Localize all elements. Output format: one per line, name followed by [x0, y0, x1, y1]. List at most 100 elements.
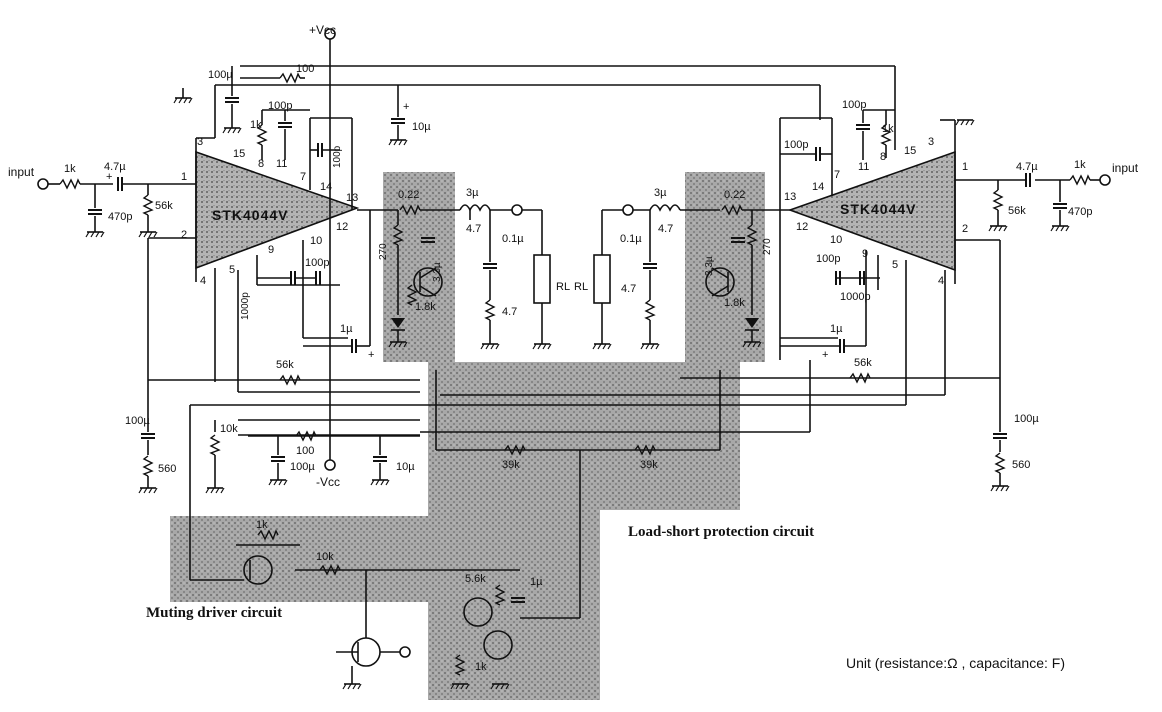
svg-text:100p: 100p	[332, 145, 343, 168]
svg-text:5: 5	[229, 264, 235, 276]
input-right-label: input	[1112, 161, 1139, 175]
svg-text:10: 10	[830, 234, 842, 246]
svg-text:4.7: 4.7	[621, 283, 636, 295]
svg-text:100p: 100p	[268, 100, 292, 112]
svg-text:1: 1	[181, 171, 187, 183]
svg-text:13: 13	[784, 191, 796, 203]
feedback-lines: 56k 10k 100µ 560 56k 100µ 560	[125, 237, 1039, 580]
svg-text:100p: 100p	[842, 99, 866, 111]
svg-text:3µ: 3µ	[466, 187, 479, 199]
svg-text:2: 2	[962, 223, 968, 235]
svg-text:560: 560	[1012, 459, 1030, 471]
svg-text:+: +	[368, 349, 374, 361]
svg-text:3µ: 3µ	[654, 187, 667, 199]
svg-text:270: 270	[762, 238, 773, 255]
svg-text:1k: 1k	[882, 123, 894, 135]
svg-text:+: +	[403, 101, 409, 113]
left-top-network: 100µ 100 1k 100p 100p 10µ +	[173, 63, 431, 210]
vcc-neg-label: -Vcc	[316, 475, 340, 489]
svg-text:4.7: 4.7	[502, 306, 517, 318]
svg-text:RL: RL	[574, 281, 588, 293]
ic-right-shade	[790, 152, 955, 270]
svg-text:10: 10	[310, 235, 322, 247]
muting-shade	[170, 516, 450, 602]
svg-text:56k: 56k	[155, 200, 173, 212]
svg-text:100µ: 100µ	[125, 415, 150, 427]
svg-text:1.8k: 1.8k	[415, 301, 436, 313]
svg-text:+: +	[822, 349, 828, 361]
svg-text:3.3µ: 3.3µ	[704, 256, 715, 276]
svg-text:14: 14	[320, 181, 332, 193]
svg-text:11: 11	[858, 161, 869, 173]
ic-right: STK4044V 3 1 2 4 5 15 8 11 7 14 13 12 10…	[784, 136, 968, 287]
svg-text:10µ: 10µ	[396, 461, 415, 473]
svg-text:1µ: 1µ	[340, 323, 353, 335]
svg-text:2: 2	[181, 229, 187, 241]
protection-shade	[383, 172, 765, 700]
svg-text:4.7µ: 4.7µ	[104, 161, 126, 173]
svg-text:12: 12	[336, 221, 348, 233]
left-output-network: 0.22 270 3.3µ 1.8k 3µ 4.7 0.1µ 4.7	[357, 187, 570, 350]
right-output-network: 3µ 0.22 4.7 RL 0.1µ 4.7 3.3µ 270 1.8k	[574, 187, 790, 350]
svg-text:0.22: 0.22	[724, 189, 745, 201]
svg-text:100: 100	[296, 63, 314, 75]
svg-text:5: 5	[892, 259, 898, 271]
svg-text:560: 560	[158, 463, 176, 475]
svg-text:8: 8	[880, 151, 886, 163]
svg-text:3: 3	[197, 136, 203, 148]
right-network: 100p 100p 1k 100p 1000p 1µ +	[779, 66, 975, 361]
vcc-rail	[215, 28, 895, 471]
svg-text:1k: 1k	[256, 519, 268, 531]
svg-text:0.1µ: 0.1µ	[620, 233, 642, 245]
svg-text:470p: 470p	[1068, 206, 1092, 218]
svg-text:7: 7	[834, 169, 840, 181]
svg-text:1000p: 1000p	[840, 291, 871, 303]
ic-left-shade	[196, 152, 357, 268]
svg-text:12: 12	[796, 221, 808, 233]
muting-caption: Muting driver circuit	[146, 605, 282, 621]
svg-text:100p: 100p	[305, 257, 329, 269]
svg-text:0.1µ: 0.1µ	[502, 233, 524, 245]
svg-text:15: 15	[233, 148, 245, 160]
svg-text:56k: 56k	[1008, 205, 1026, 217]
ic-left-label: STK4044V	[212, 207, 288, 223]
protection-caption: Load-short protection circuit	[628, 524, 814, 540]
svg-text:100p: 100p	[784, 139, 808, 151]
svg-text:100µ: 100µ	[208, 69, 233, 81]
svg-text:9: 9	[862, 248, 868, 260]
svg-text:1k: 1k	[475, 661, 487, 673]
svg-text:270: 270	[378, 243, 389, 260]
svg-text:100: 100	[296, 445, 314, 457]
muting-internals: 1k 10k	[190, 519, 450, 690]
svg-text:1k: 1k	[1074, 159, 1086, 171]
svg-text:100µ: 100µ	[290, 461, 315, 473]
svg-text:1µ: 1µ	[530, 576, 543, 588]
left-bottom-network: 100p 1000p 1µ +	[240, 210, 374, 361]
svg-text:4.7: 4.7	[466, 223, 481, 235]
neg-supply: 100 100µ 10µ +Vcc -Vcc	[248, 23, 420, 489]
svg-text:56k: 56k	[854, 357, 872, 369]
input-left-label: input	[8, 165, 35, 179]
svg-text:100p: 100p	[816, 253, 840, 265]
svg-text:+: +	[106, 171, 112, 183]
svg-text:15: 15	[904, 145, 916, 157]
svg-text:10µ: 10µ	[412, 121, 431, 133]
svg-text:3: 3	[928, 136, 934, 148]
svg-text:1µ: 1µ	[830, 323, 843, 335]
svg-text:1k: 1k	[250, 119, 262, 131]
svg-text:39k: 39k	[502, 459, 520, 471]
svg-text:14: 14	[812, 181, 824, 193]
svg-text:10k: 10k	[220, 423, 238, 435]
svg-text:470p: 470p	[108, 211, 132, 223]
ic-right-label: STK4044V	[840, 201, 916, 217]
svg-text:10k: 10k	[316, 551, 334, 563]
svg-text:RL: RL	[556, 281, 570, 293]
svg-text:4: 4	[200, 275, 206, 287]
svg-text:1000p: 1000p	[240, 292, 251, 320]
svg-text:1k: 1k	[64, 163, 76, 175]
svg-text:4.7: 4.7	[658, 223, 673, 235]
svg-text:4: 4	[938, 275, 944, 287]
unit-caption: Unit (resistance:Ω , capacitance: F)	[846, 655, 1065, 671]
svg-text:7: 7	[300, 171, 306, 183]
